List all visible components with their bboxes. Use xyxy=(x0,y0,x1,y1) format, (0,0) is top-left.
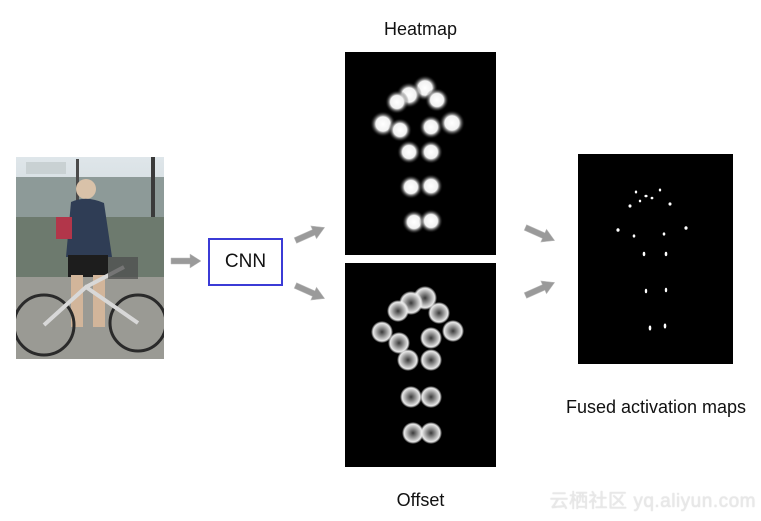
right-arrow-icon xyxy=(292,280,328,304)
fused-activation-label: Fused activation maps xyxy=(565,397,747,417)
fused-activation-panel xyxy=(578,154,733,364)
right-arrow-icon xyxy=(292,222,328,246)
right-arrow-icon xyxy=(170,253,202,269)
right-arrow-icon xyxy=(522,277,558,301)
heatmap-panel xyxy=(345,52,496,255)
right-arrow-icon xyxy=(522,222,558,246)
offset-panel xyxy=(345,263,496,467)
cnn-label: CNN xyxy=(224,251,267,272)
heatmap-label: Heatmap xyxy=(383,19,458,39)
input-photo xyxy=(16,157,164,359)
offset-label: Offset xyxy=(396,490,445,510)
watermark: 云栖社区 yq.aliyun.com xyxy=(549,491,756,512)
cnn-block: CNN xyxy=(208,238,283,286)
